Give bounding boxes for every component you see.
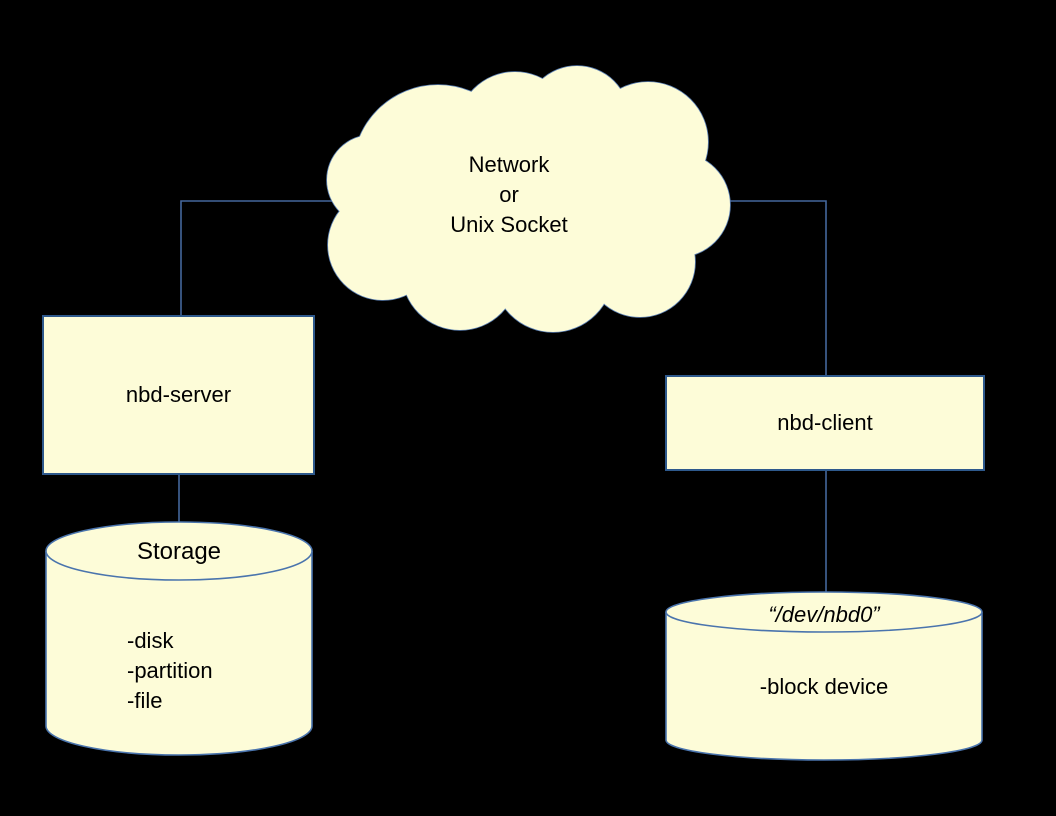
cloud-label-line: Network [468,152,550,177]
device-cylinder [665,591,983,761]
storage-item: -file [127,688,163,713]
client-box: nbd-client [665,375,985,471]
storage-cylinder [45,521,313,756]
server-box-label: nbd-server [125,382,232,407]
device-item: -block device [759,674,889,699]
storage-item: -partition [127,658,213,683]
cloud-label-line: or [499,182,519,207]
storage-item: -disk [127,628,174,653]
cloud-fill-overlay [327,66,730,332]
server-box: nbd-server [42,315,315,475]
client-box-label: nbd-client [777,410,873,435]
cloud-label-line: Unix Socket [450,212,568,237]
storage-title: Storage [136,538,222,565]
storage-item-list: -disk -partition -file [127,626,213,716]
cloud-label: Network or Unix Socket [329,150,689,240]
device-path-label: “/dev/nbd0” [768,602,880,627]
